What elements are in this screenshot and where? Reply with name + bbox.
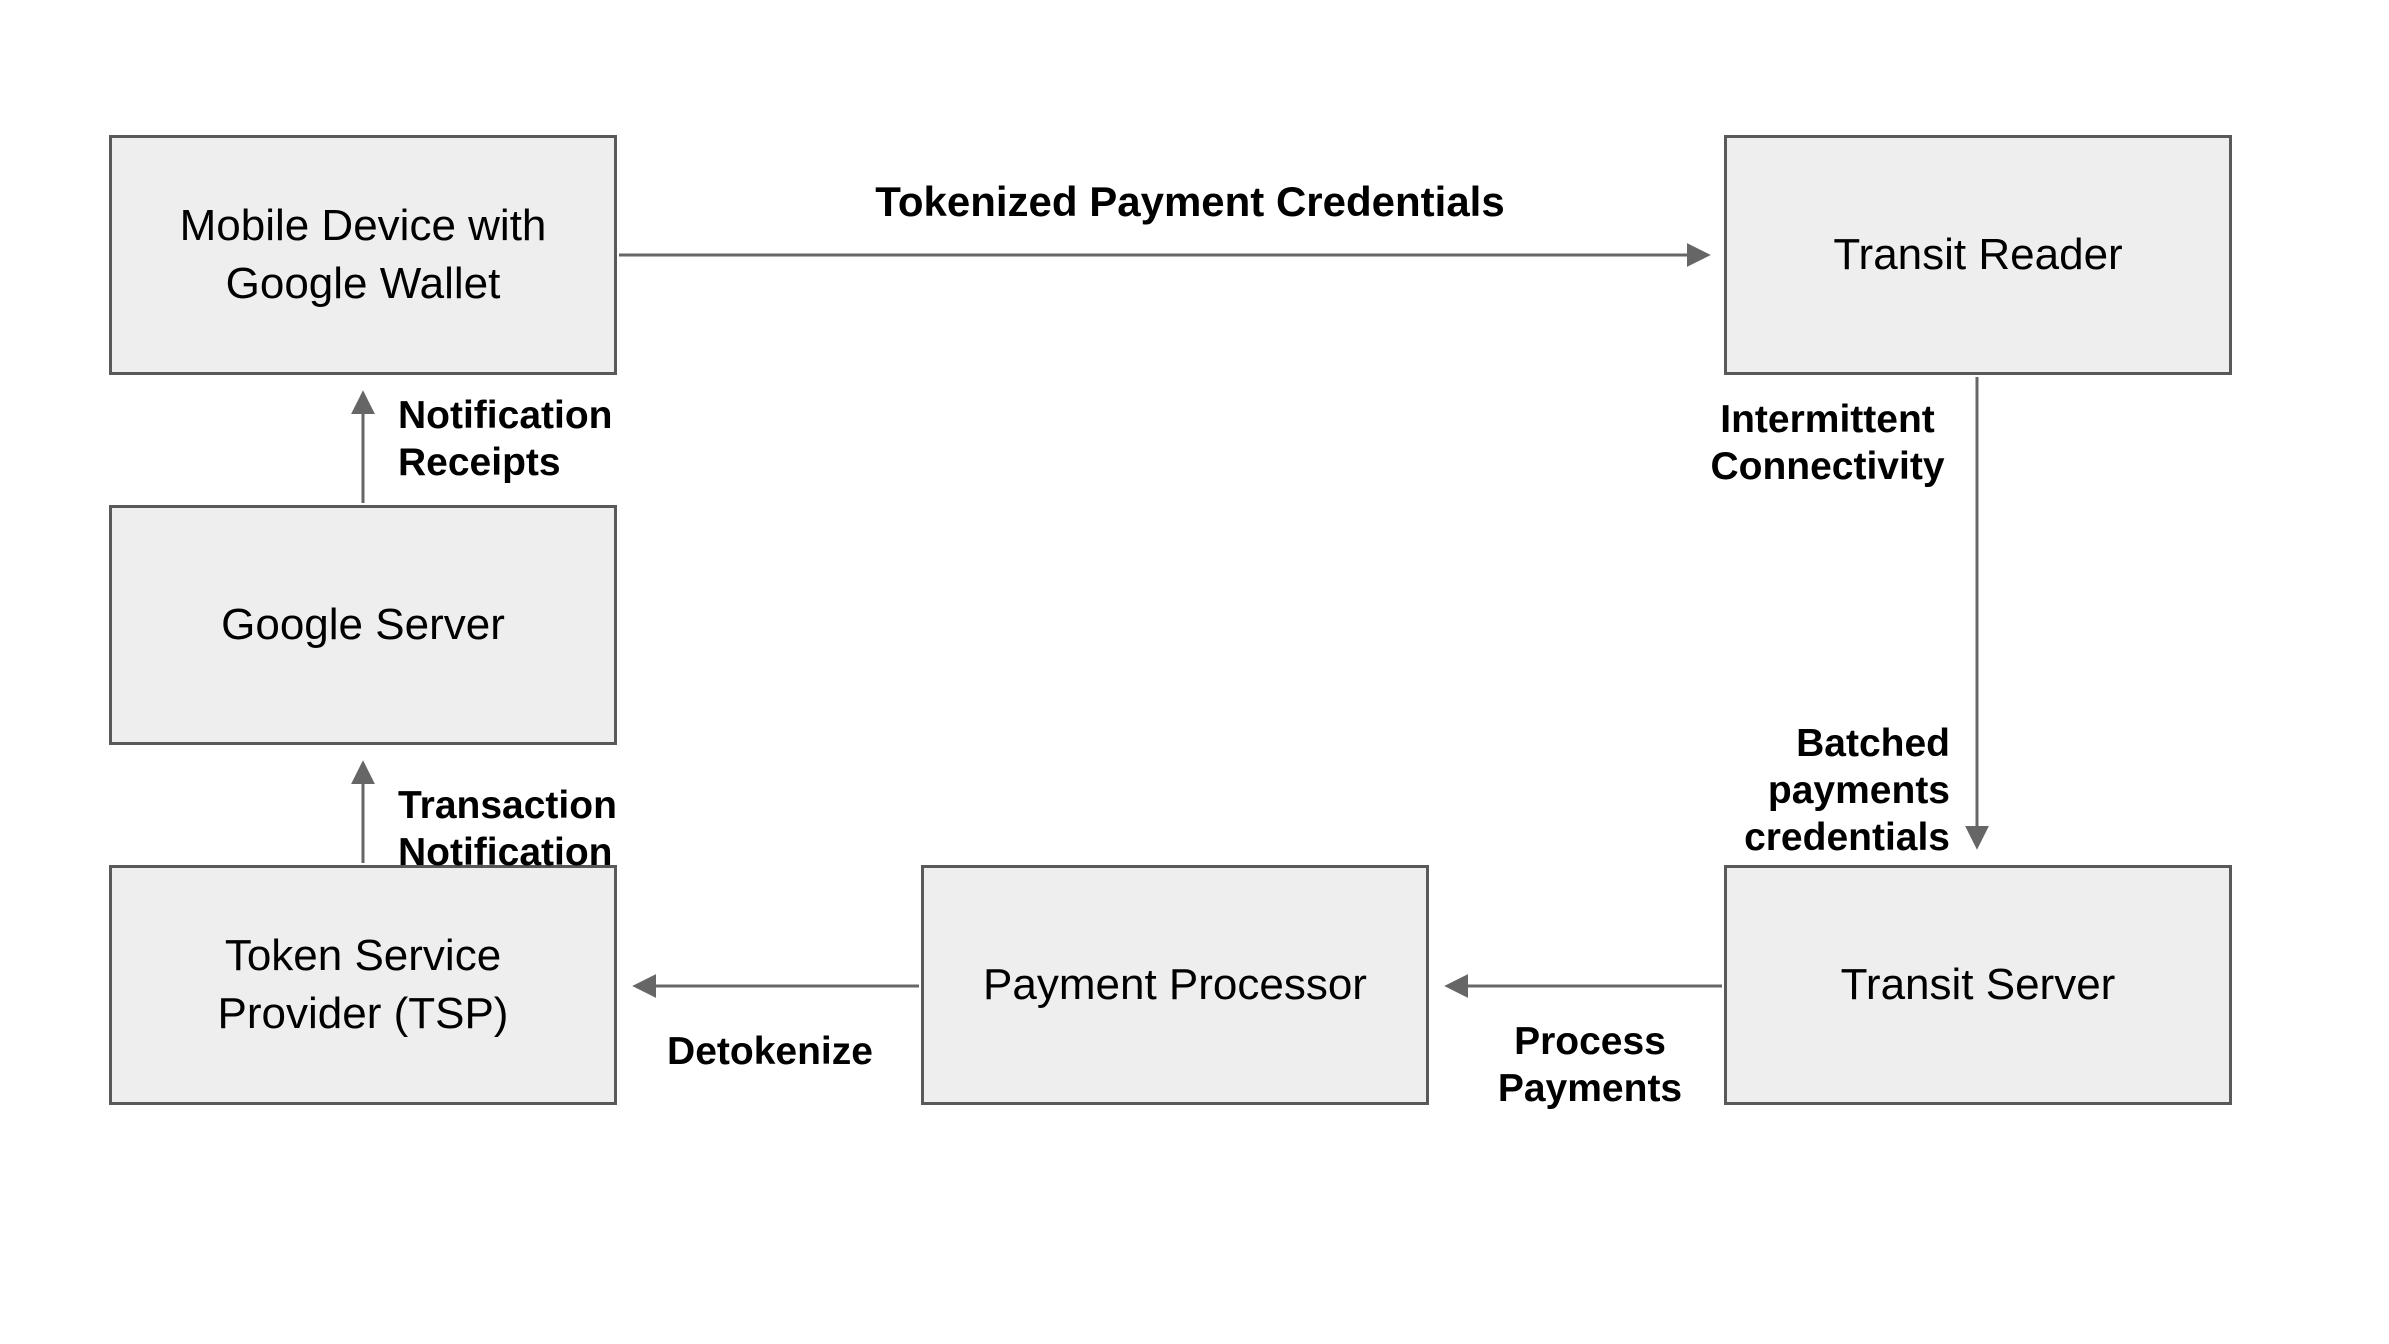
node-google-server-label: Google Server	[221, 600, 505, 649]
node-payment-processor-label: Payment Processor	[983, 960, 1367, 1009]
edge-label-batched-payments-credentials: Batched payments credentials	[1744, 722, 1950, 859]
node-transit-reader-label: Transit Reader	[1833, 230, 2123, 279]
edge-label-intermittent-connectivity: Intermittent Connectivity	[1710, 398, 1945, 488]
node-payment-processor: Payment Processor	[921, 865, 1429, 1105]
edge-label-notification-receipts: Notification Receipts	[398, 394, 613, 484]
edge-label-detokenize: Detokenize	[667, 1030, 873, 1073]
edge-label-transaction-notification: Transaction Notification	[398, 784, 617, 874]
node-transit-server-label: Transit Server	[1840, 960, 2116, 1009]
node-mobile-device-google-wallet: Mobile Device with Google Wallet	[109, 135, 617, 375]
edge-label-tokenized-payment-credentials: Tokenized Payment Credentials	[875, 178, 1505, 225]
node-google-server: Google Server	[109, 505, 617, 745]
edge-label-process-payments: Process Payments	[1497, 1020, 1683, 1110]
node-mobile-device-label: Mobile Device with Google Wallet	[179, 201, 547, 308]
node-token-service-provider: Token Service Provider (TSP)	[109, 865, 617, 1105]
node-transit-reader: Transit Reader	[1724, 135, 2232, 375]
node-token-service-provider-label: Token Service Provider (TSP)	[217, 931, 509, 1038]
node-transit-server: Transit Server	[1724, 865, 2232, 1105]
